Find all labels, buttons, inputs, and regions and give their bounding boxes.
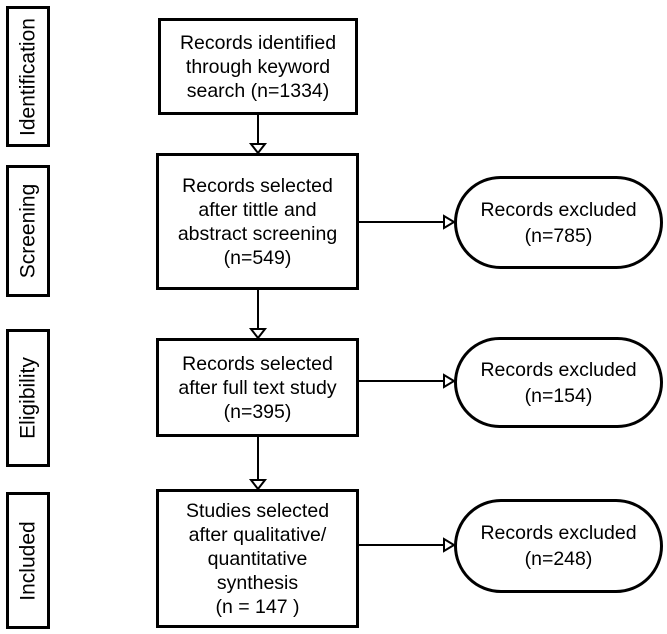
stage-identification-label: Identification <box>16 17 40 136</box>
arrowhead-down-3 <box>248 479 268 491</box>
arrowhead-right-3 <box>443 537 456 553</box>
box-eligible-line-3: (n=395) <box>223 400 292 423</box>
box-screened-line-2: after tittle and <box>198 198 317 221</box>
stage-screening-label: Screening <box>16 183 40 279</box>
box-eligible-line-1: Records selected <box>182 352 333 375</box>
excluded-screening-label: Records excluded <box>480 198 637 221</box>
box-identified-line-1: Records identified <box>179 31 337 54</box>
arrowhead-right-2 <box>443 373 456 389</box>
stage-eligibility-label: Eligibility <box>16 357 40 439</box>
excluded-included-label: Records excluded <box>480 522 637 544</box>
box-identified-line-2: through keyword <box>185 55 331 78</box>
stage-identification: Identification <box>6 6 50 147</box>
excluded-eligibility: Records excluded (n=154) <box>454 337 663 428</box>
stage-included-label: Included <box>16 520 40 601</box>
excluded-screening-count: (n=785) <box>524 224 593 247</box>
box-included-line-4: synthesis <box>216 571 299 594</box>
arrowhead-down-1 <box>248 143 268 155</box>
excluded-included-count: (n=248) <box>524 548 593 570</box>
box-records-eligible: Records selected after full text study (… <box>156 338 359 437</box>
box-included-line-2: after qualitative/ <box>188 523 327 546</box>
excluded-included: Records excluded (n=248) <box>454 499 663 593</box>
box-records-identified: Records identified through keyword searc… <box>158 18 358 115</box>
box-included-line-5: (n = 147 ) <box>215 595 300 618</box>
box-screened-line-4: (n=549) <box>223 246 292 269</box>
box-included-line-3: quantitative <box>207 547 308 570</box>
box-screened-line-3: abstract screening <box>177 222 338 245</box>
excluded-eligibility-label: Records excluded <box>480 358 637 381</box>
stage-eligibility: Eligibility <box>6 329 50 467</box>
box-eligible-line-2: after full text study <box>178 376 337 399</box>
excluded-screening: Records excluded (n=785) <box>454 176 663 269</box>
stage-included: Included <box>6 492 50 629</box>
box-records-screened: Records selected after tittle and abstra… <box>156 153 359 290</box>
stage-screening: Screening <box>6 165 50 297</box>
excluded-eligibility-count: (n=154) <box>524 384 593 407</box>
box-identified-line-3: search (n=1334) <box>186 79 330 102</box>
arrowhead-down-2 <box>248 328 268 340</box>
box-studies-included: Studies selected after qualitative/ quan… <box>156 489 359 628</box>
box-screened-line-1: Records selected <box>182 174 333 197</box>
arrowhead-right-1 <box>443 214 456 230</box>
box-included-line-1: Studies selected <box>185 499 330 522</box>
